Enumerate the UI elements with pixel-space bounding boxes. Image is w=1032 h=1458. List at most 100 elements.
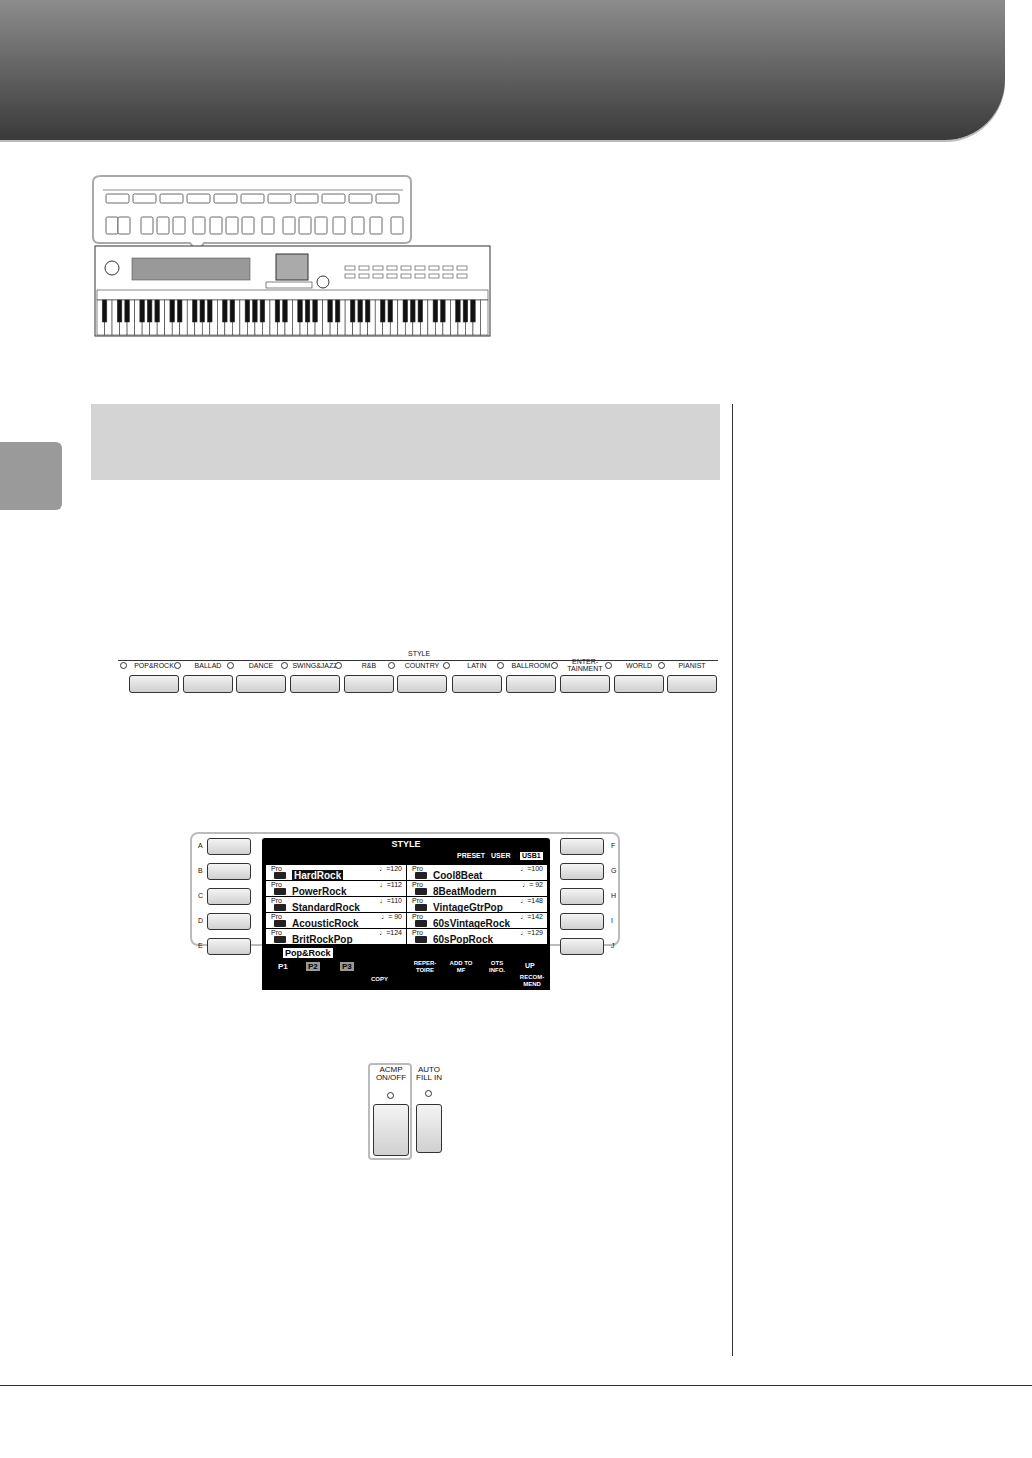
button-letter: A	[198, 842, 203, 850]
tempo: ♩=148	[520, 897, 543, 905]
style-tag: Pro	[412, 913, 423, 921]
led	[227, 662, 234, 669]
style-entry: Pro8BeatModern♩= 92	[407, 881, 548, 897]
style-entry: ProBritRockPop ♩=124	[266, 929, 407, 945]
screen-label: USER	[489, 852, 512, 860]
column-rule	[732, 404, 733, 1356]
chapter-tab	[0, 442, 62, 510]
tempo: ♩=110	[380, 897, 402, 905]
button-letter: G	[611, 867, 616, 875]
button-label: PIANIST	[667, 662, 717, 669]
button-key	[416, 1104, 442, 1153]
tempo: ♩= 90	[381, 913, 402, 921]
led	[335, 662, 342, 669]
screen-label: PRESET	[455, 852, 487, 860]
style-button: LATIN	[452, 662, 502, 693]
style-tag: Pro	[271, 897, 282, 905]
tempo: ♩= 92	[522, 881, 543, 889]
led	[605, 662, 612, 669]
button-key	[344, 675, 394, 693]
button-letter: J	[611, 942, 615, 950]
button-letter: C	[198, 892, 203, 900]
style-tag: Pro	[412, 897, 423, 905]
style-tag: Pro	[271, 865, 282, 873]
style-button: COUNTRY	[397, 662, 447, 693]
style-name: Cool8Beat	[433, 870, 482, 881]
screen-label: Pop&Rock	[283, 948, 333, 958]
screen-label: REPER-TOIRE	[410, 960, 440, 974]
button-key	[236, 675, 286, 693]
screen-label: USB1	[520, 852, 543, 860]
panel-button: AUTO FILL IN	[414, 1066, 444, 1153]
style-button: BALLAD	[183, 662, 233, 693]
tempo: ♩=124	[379, 929, 402, 937]
screen-title: STYLE	[262, 838, 550, 850]
button-label: ENTER-TAINMENT	[560, 658, 610, 672]
style-name: StandardRock	[292, 902, 360, 913]
button-letter: H	[611, 892, 616, 900]
tempo: ♩=120	[379, 865, 402, 873]
style-icon	[274, 936, 286, 943]
screen-label: ADD TO MF	[445, 960, 477, 974]
led	[497, 662, 504, 669]
style-entry: ProHardRock♩=120	[266, 865, 407, 881]
style-name: PowerRock	[292, 886, 346, 897]
tempo: ♩=129	[520, 929, 543, 937]
button-key	[290, 675, 340, 693]
side-button: C	[207, 888, 251, 905]
style-name: BritRockPop	[292, 934, 353, 945]
tempo: ♩=100	[520, 865, 543, 873]
row-heading: STYLE	[406, 650, 432, 658]
style-tag: Pro	[271, 881, 282, 889]
section-band	[91, 404, 720, 480]
style-tag: Pro	[271, 913, 282, 921]
tempo: ♩=112	[380, 881, 402, 889]
side-button: I	[560, 913, 604, 930]
button-key	[560, 675, 610, 693]
button-key	[373, 1104, 409, 1156]
button-label: BALLROOM	[506, 662, 556, 669]
style-tag: Pro	[412, 881, 423, 889]
button-label: DANCE	[236, 662, 286, 669]
style-icon	[415, 904, 427, 911]
button-key	[667, 675, 717, 693]
button-letter: D	[198, 917, 203, 925]
style-tag: Pro	[412, 929, 423, 937]
style-icon	[415, 936, 427, 943]
style-entry: ProVintageGtrPop♩=148	[407, 897, 548, 913]
side-button: F	[560, 838, 604, 855]
side-button: H	[560, 888, 604, 905]
style-button: ENTER-TAINMENT	[560, 662, 610, 693]
screen-label: P1	[276, 962, 290, 971]
led	[443, 662, 450, 669]
button-label: R&B	[344, 662, 394, 669]
style-icon	[415, 872, 427, 879]
button-key	[614, 675, 664, 693]
tempo: ♩=142	[520, 913, 543, 921]
style-button: R&B	[344, 662, 394, 693]
side-button: J	[560, 938, 604, 955]
button-label: POP&ROCK	[129, 662, 179, 669]
screen-label: P3	[340, 962, 354, 971]
style-icon	[274, 920, 286, 927]
style-button: POP&ROCK	[129, 662, 179, 693]
header-band	[0, 0, 1005, 140]
button-key	[452, 675, 502, 693]
button-letter: F	[611, 842, 615, 850]
style-name: 60sPopRock	[433, 934, 493, 945]
style-tag: Pro	[271, 929, 282, 937]
style-entry: ProPowerRock ♩=112	[266, 881, 407, 897]
style-name: AcousticRock	[292, 918, 359, 929]
button-letter: E	[198, 942, 203, 950]
screen-label: OTS INFO.	[481, 960, 513, 974]
style-tag: Pro	[412, 865, 423, 873]
style-icon	[274, 872, 286, 879]
led	[174, 662, 181, 669]
side-button: D	[207, 913, 251, 930]
style-entry: ProStandardRock ♩=110	[266, 897, 407, 913]
button-label: WORLD	[614, 662, 664, 669]
style-icon	[274, 888, 286, 895]
screen-label: RECOM-MEND	[517, 974, 547, 988]
style-rule	[118, 660, 718, 661]
style-name: 60sVintageRock	[433, 918, 510, 929]
